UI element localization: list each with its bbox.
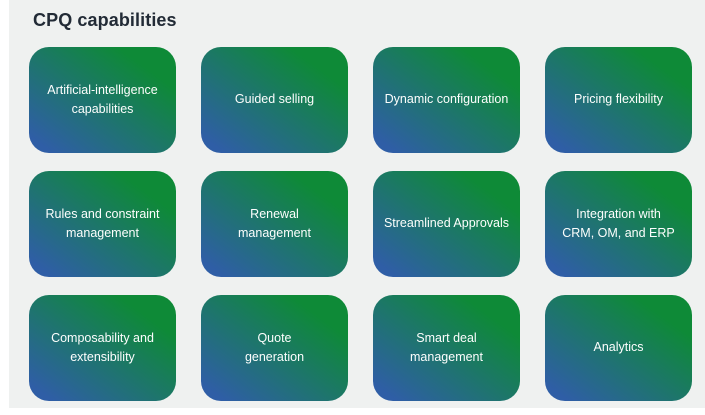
capability-tile: Integration with CRM, OM, and ERP	[545, 171, 692, 277]
capability-tile: Analytics	[545, 295, 692, 401]
capability-tile-label: Pricing flexibility	[574, 92, 663, 107]
capability-tile-label: Integration with CRM, OM, and ERP	[562, 206, 675, 240]
capability-tile: Smart deal management	[373, 295, 520, 401]
capability-tile: Renewal management	[201, 171, 348, 277]
capability-tile-label: Guided selling	[234, 92, 315, 107]
capability-tile-label: Artificial-intelligence capabilities	[47, 82, 158, 116]
capability-tile: Guided selling	[201, 47, 348, 153]
capability-tile: Pricing flexibility	[545, 47, 692, 153]
capability-tile-label: Composability and extensibility	[51, 330, 154, 364]
capability-tile: Rules and constraint management	[29, 171, 176, 277]
background-panel: CPQ capabilities Artificial-intelligence…	[9, 0, 705, 408]
capability-tile-label: Analytics	[593, 340, 644, 355]
capability-tile-label: Renewal management	[238, 206, 311, 240]
capability-tile-label: Streamlined Approvals	[383, 216, 510, 231]
capability-tile: Dynamic configuration	[373, 47, 520, 153]
capability-tile: Composability and extensibility	[29, 295, 176, 401]
capability-tile: Streamlined Approvals	[373, 171, 520, 277]
capabilities-grid: Artificial-intelligence capabilities Gui…	[29, 47, 692, 401]
capability-tile: Artificial-intelligence capabilities	[29, 47, 176, 153]
page-title: CPQ capabilities	[33, 10, 177, 30]
capability-tile: Quote generation	[201, 295, 348, 401]
capability-tile-label: Rules and constraint management	[45, 206, 160, 240]
capability-tile-label: Quote generation	[244, 330, 305, 364]
capability-tile-label: Dynamic configuration	[384, 92, 509, 107]
capability-tile-label: Smart deal management	[410, 330, 483, 364]
